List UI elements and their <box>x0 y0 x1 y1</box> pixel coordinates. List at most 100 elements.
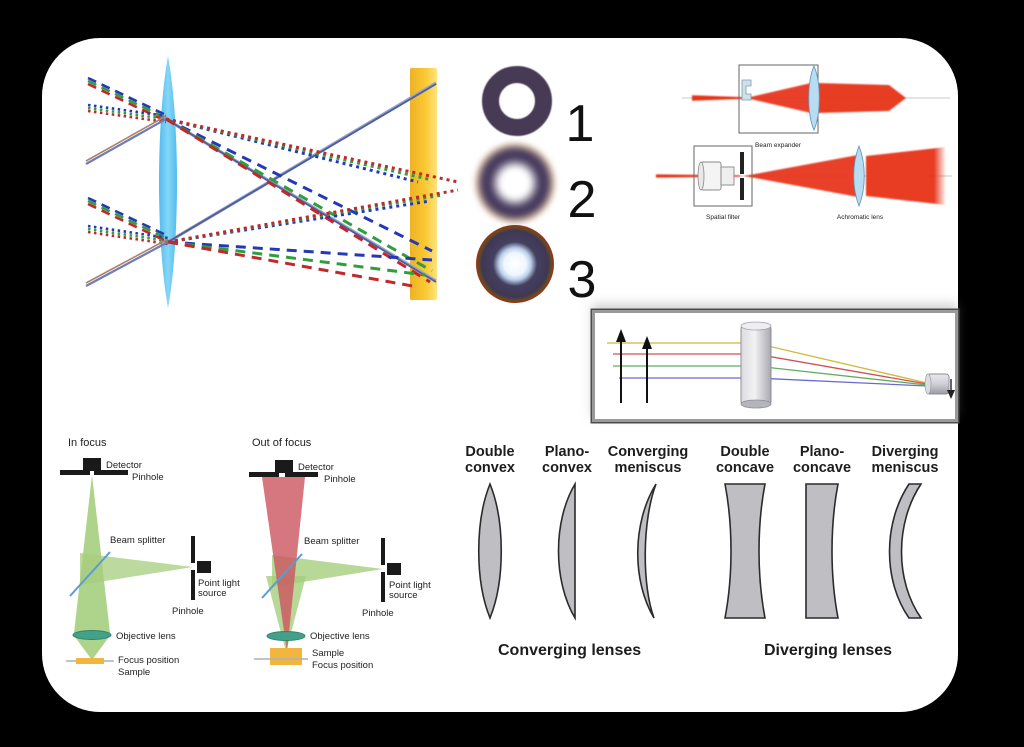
lens-cell-converging-meniscus: Converging meniscus <box>606 444 690 626</box>
spatial-filter-housing <box>693 145 753 207</box>
incoming-rays-top <box>85 76 167 165</box>
white-collage-card: 1 2 3 Beam expander <box>42 38 958 712</box>
point-light-label-1: Point light <box>198 578 240 589</box>
detector-label: Detector <box>298 462 334 473</box>
lens-label-line: Converging <box>607 444 689 460</box>
objective-lens-label: Objective lens <box>310 631 370 642</box>
lens-cell-diverging-meniscus: Diverging meniscus <box>863 444 947 626</box>
lens-label-line: meniscus <box>871 460 939 477</box>
confocal-in-focus-diagram: In focus Detector Pinhole Beam splitter … <box>60 437 240 678</box>
plano-convex-shape <box>557 481 576 622</box>
lens-label-line: meniscus <box>614 460 682 477</box>
outgoing-dashed-rays <box>165 117 433 289</box>
side-pinhole-upper <box>191 536 195 563</box>
beam-expander-diagram: Beam expander Spatial filter Achromatic … <box>656 64 952 221</box>
side-pinhole-upper <box>381 538 385 565</box>
ring-sharp <box>482 66 552 136</box>
diverging-lenses-label: Diverging lenses <box>764 642 893 659</box>
double-convex-shape <box>477 482 503 621</box>
beam-splitter-label: Beam splitter <box>110 535 165 546</box>
confocal-out-of-focus-diagram: Out of focus Detector Pinhole Beam split… <box>249 437 431 671</box>
spatial-filter-bottom: Spatial filter Achromatic lens <box>656 144 952 221</box>
outgoing-solid-rays <box>165 81 437 283</box>
pinhole-plate-right <box>285 472 318 477</box>
pinhole-top-label: Pinhole <box>324 474 356 485</box>
sample-slab <box>270 648 302 665</box>
lens-label-line: Diverging <box>871 444 939 460</box>
lens-label-line: Plano- <box>544 444 590 460</box>
light-source-block <box>387 563 401 575</box>
out-of-focus-beam <box>262 477 305 652</box>
spatial-filter-label: Spatial filter <box>706 214 741 221</box>
image-arrow <box>947 379 955 399</box>
lens-label-line: convex <box>465 460 515 477</box>
detector-block <box>83 458 101 471</box>
focus-position-label: Focus position <box>312 660 373 671</box>
lens-label-line: convex <box>542 460 592 477</box>
pinhole-plate-left <box>249 472 279 477</box>
light-source-block <box>197 561 211 573</box>
biconvex-lens <box>159 56 177 308</box>
beam-splitter-line <box>261 553 303 599</box>
beam-splitter-label: Beam splitter <box>304 536 359 547</box>
sample-label: Sample <box>312 648 344 659</box>
detector-label: Detector <box>106 460 142 471</box>
point-light-label-1: Point light <box>389 580 431 591</box>
converging-meniscus-shape <box>636 484 657 619</box>
input-aperture <box>741 79 752 101</box>
eyepiece-cylinder <box>924 373 950 395</box>
point-light-label-2: source <box>389 590 418 601</box>
objective-lens-label: Objective lens <box>116 631 176 642</box>
lens-label-line: Plano- <box>799 444 845 460</box>
outgoing-dotted-rays <box>165 117 459 244</box>
point-light-label-2: source <box>198 588 227 599</box>
lens-cell-double-convex: Double convex <box>448 444 532 626</box>
side-pinhole-lower <box>191 570 195 600</box>
incoming-rays-bottom <box>85 196 169 287</box>
lens-cell-plano-convex: Plano- convex <box>525 444 609 626</box>
pinhole-plate-right <box>94 470 128 475</box>
ring-number-3: 3 <box>567 251 597 309</box>
double-concave-shape <box>724 483 766 620</box>
plano-concave-shape <box>805 483 839 620</box>
lens-types-figure: Double convex Plano- convex Converging m… <box>446 444 956 684</box>
lens-label-line: concave <box>715 460 775 477</box>
beam-expander-top: Beam expander <box>682 64 950 149</box>
ring-chromatic <box>476 225 554 303</box>
ring-blurred <box>475 143 555 223</box>
beam-expander-label: Beam expander <box>755 142 802 149</box>
detector-block <box>275 460 293 473</box>
pinhole-top-label: Pinhole <box>132 472 164 483</box>
lens-label-line: concave <box>792 460 852 477</box>
pinhole-plate-lower <box>740 178 744 200</box>
expander-lens <box>808 64 820 132</box>
sample-label: Sample <box>118 667 150 678</box>
achromat-raytrace-diagram <box>607 321 955 409</box>
achromat-doublet-lens <box>740 321 772 409</box>
achromatic-lens <box>853 144 865 208</box>
side-pinhole-lower <box>381 572 385 602</box>
object-arrows <box>616 329 652 403</box>
achromatic-lens-label: Achromatic lens <box>837 214 884 221</box>
lens-cell-double-concave: Double concave <box>703 444 787 626</box>
converging-lenses-label: Converging lenses <box>498 642 642 659</box>
objective-lens-shape <box>72 630 112 640</box>
objective-lens-shape <box>266 631 306 641</box>
ring-number-1: 1 <box>565 95 595 153</box>
ring-number-2: 2 <box>567 171 597 229</box>
out-of-focus-title: Out of focus <box>252 437 312 449</box>
beam-splitter-line <box>69 551 111 597</box>
focused-beam <box>75 637 109 660</box>
detection-beam <box>74 475 110 633</box>
pinhole-side-label: Pinhole <box>172 606 204 617</box>
focus-position-label: Focus position <box>118 655 179 666</box>
illumination-beam <box>80 553 193 585</box>
sample-slab <box>76 658 104 664</box>
lens-label-line: Double <box>720 444 770 460</box>
chromatic-aberration-diagram <box>85 56 459 308</box>
lens-cell-plano-concave: Plano- concave <box>780 444 864 626</box>
diverging-meniscus-shape <box>888 483 923 620</box>
pinhole-plate-left <box>60 470 90 475</box>
achromat-raytrace-box <box>592 310 958 422</box>
